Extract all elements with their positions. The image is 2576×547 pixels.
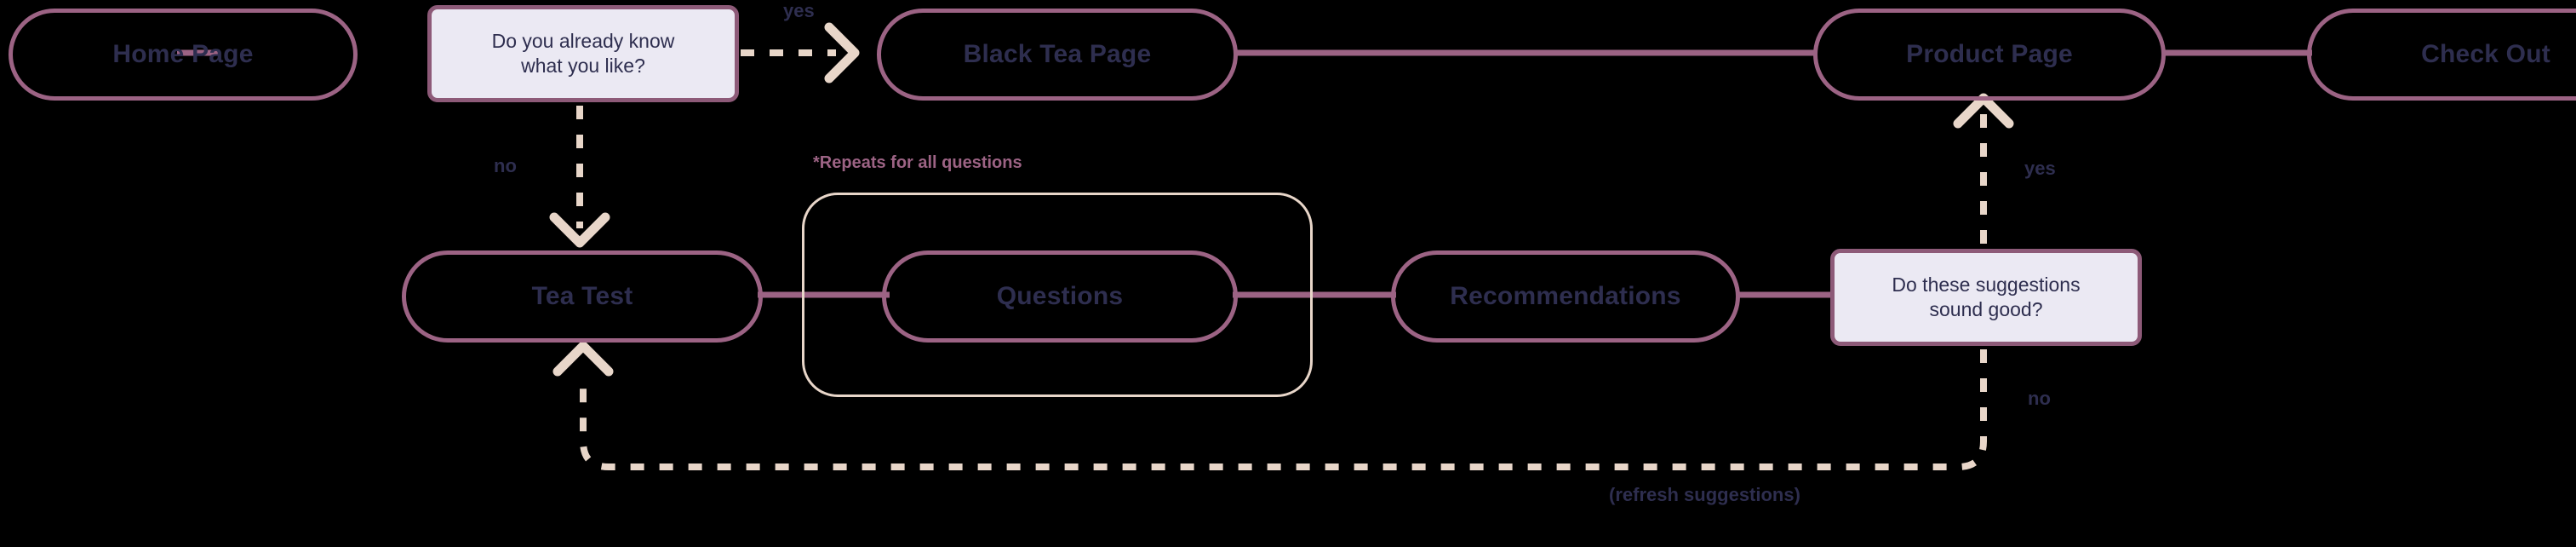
caption-refresh-suggestions: (refresh suggestions) [1609, 484, 1800, 505]
node-home-page-label: Home Page [112, 40, 254, 68]
edge-label-yes-right: yes [2024, 158, 2056, 179]
edge-label-yes-top: yes [783, 0, 815, 21]
decision-suggestions-good-label: Do these suggestions sound good? [1892, 273, 2081, 320]
node-tea-test[interactable]: Tea Test [402, 250, 763, 343]
node-recommendations[interactable]: Recommendations [1391, 250, 1740, 343]
node-questions[interactable]: Questions [882, 250, 1238, 343]
edge-no-refresh-loop [580, 349, 1987, 470]
edge-label-no-top: no [494, 155, 517, 176]
node-black-tea-page-label: Black Tea Page [963, 40, 1152, 68]
arrowhead-to-teatest-top [549, 212, 610, 248]
note-repeats-for-all-questions: *Repeats for all questions [813, 153, 1022, 172]
node-check-out[interactable]: Check Out [2307, 9, 2576, 101]
node-product-page[interactable]: Product Page [1813, 9, 2166, 101]
node-check-out-label: Check Out [2421, 40, 2550, 68]
node-recommendations-label: Recommendations [1450, 282, 1681, 310]
arrowhead-to-teatest-bottom [552, 341, 614, 377]
node-product-page-label: Product Page [1906, 40, 2073, 68]
node-questions-label: Questions [996, 282, 1124, 310]
questions-repeat-group [802, 193, 1313, 397]
decision-suggestions-good[interactable]: Do these suggestions sound good? [1830, 249, 2142, 346]
edge-label-no-right: no [2028, 388, 2051, 409]
decision-know-what-you-like-label: Do you already know what you like? [491, 29, 675, 77]
node-black-tea-page[interactable]: Black Tea Page [877, 9, 1238, 101]
decision-know-what-you-like[interactable]: Do you already know what you like? [427, 5, 739, 102]
node-home-page[interactable]: Home Page [9, 9, 358, 101]
arrowhead-to-blacktea [824, 22, 860, 83]
node-tea-test-label: Tea Test [531, 282, 633, 310]
